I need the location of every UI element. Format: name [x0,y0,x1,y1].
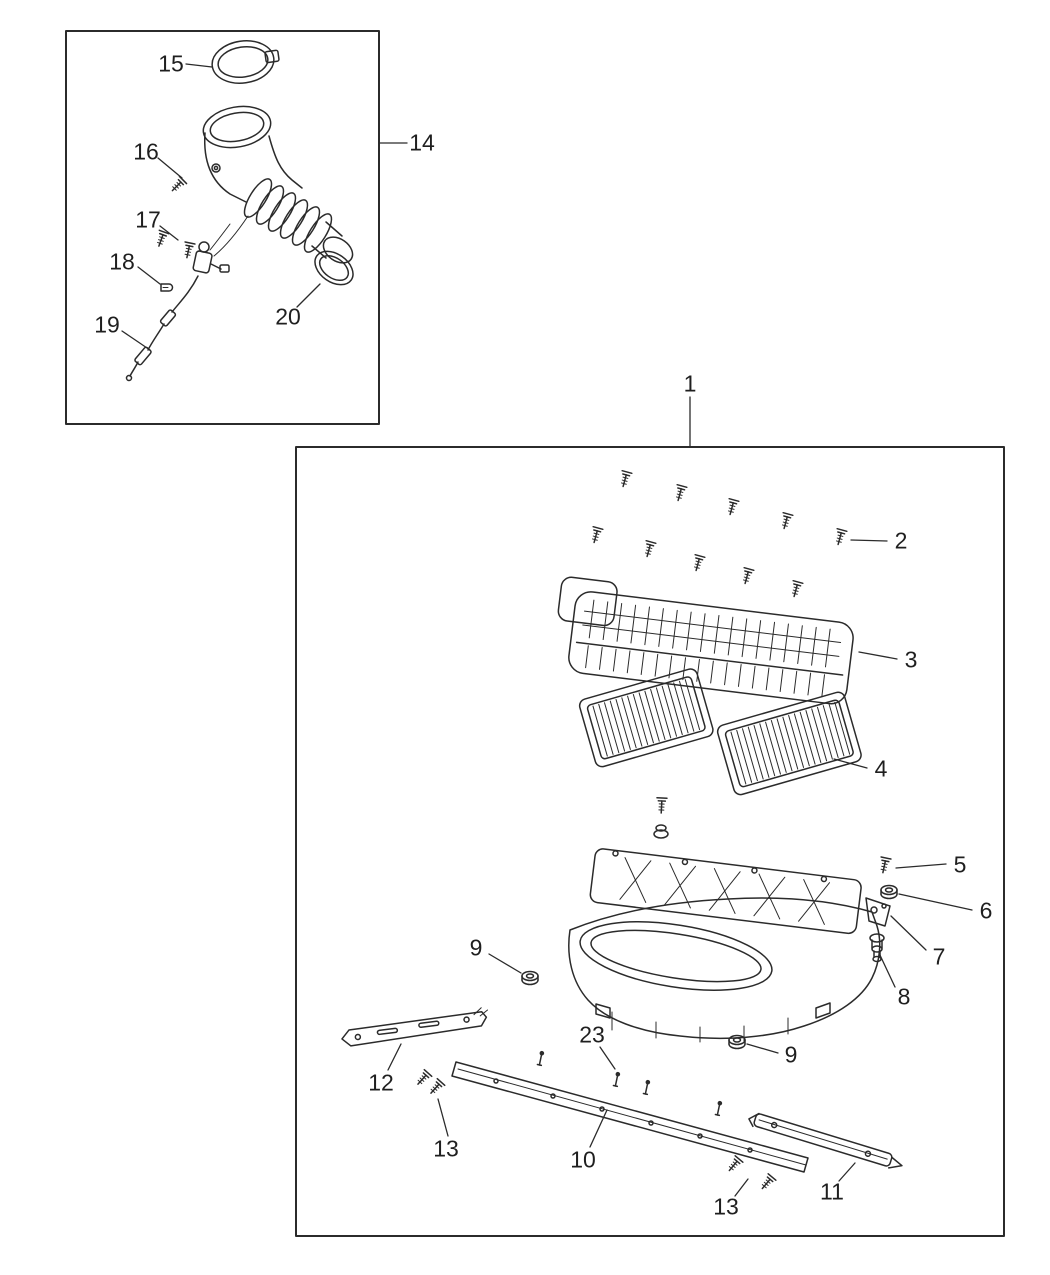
clip-part-18 [160,283,174,292]
air-cleaner-housing-part-8 [568,897,881,1043]
callout-2: 2 [894,527,908,554]
callout-16: 16 [133,138,159,165]
callout-13-left: 13 [433,1135,459,1162]
nut-part-9-left [521,970,539,986]
callout-11: 11 [820,1178,844,1205]
callout-9-left: 9 [469,934,483,961]
main-box [295,446,1005,1237]
callout-8: 8 [897,983,911,1010]
leader-lines [121,63,973,1197]
screw-part-17b [181,241,196,260]
callout-23: 23 [579,1021,605,1048]
callout-17: 17 [135,206,161,233]
air-cleaner-cover-part-3 [557,576,854,705]
nut-part-9-right [728,1034,746,1050]
callout-3: 3 [904,646,918,673]
hose-clamp-part-15 [211,40,280,84]
hose-clamp-part-20 [314,250,354,286]
callout-12: 12 [368,1069,394,1096]
screw-part-5 [877,856,892,875]
air-filter-part-4b [716,691,862,796]
sensor-screw-part-16 [168,175,188,195]
housing-upper-tray-part [589,848,862,935]
inset-box [65,30,380,425]
nut-part-6 [880,884,898,900]
rivets-part-23 [536,1049,724,1117]
air-filter-part-4a [578,668,714,768]
callout-13-right: 13 [713,1193,739,1220]
side-bracket-part-7 [865,897,891,927]
grommet-part-8 [869,933,885,963]
callout-10: 10 [570,1146,596,1173]
callout-15: 15 [158,50,184,77]
cowl-bracket-part-11 [748,1112,903,1169]
callout-20: 20 [275,303,301,330]
air-intake-duct-assembly [125,40,354,382]
cowl-bracket-part-12 [341,1007,489,1047]
callout-14: 14 [409,129,435,156]
callout-6: 6 [979,897,993,924]
screw-part-17a [153,229,170,249]
air-cleaner-assembly [341,469,903,1193]
bracket-screws-part-13 [413,1068,777,1193]
callout-1: 1 [683,370,697,397]
center-screw [655,796,668,814]
solenoid-valve-part [192,241,230,274]
callout-4: 4 [874,755,888,782]
callout-9-right: 9 [784,1041,798,1068]
callout-7: 7 [932,943,946,970]
air-intake-duct-part-14 [202,105,354,264]
callout-5: 5 [953,851,967,878]
cover-screws-part-2 [588,469,848,599]
callout-19: 19 [94,311,120,338]
cowl-seal-strip-part-10 [451,1061,809,1173]
callout-18: 18 [109,248,135,275]
center-grommet [653,824,669,839]
